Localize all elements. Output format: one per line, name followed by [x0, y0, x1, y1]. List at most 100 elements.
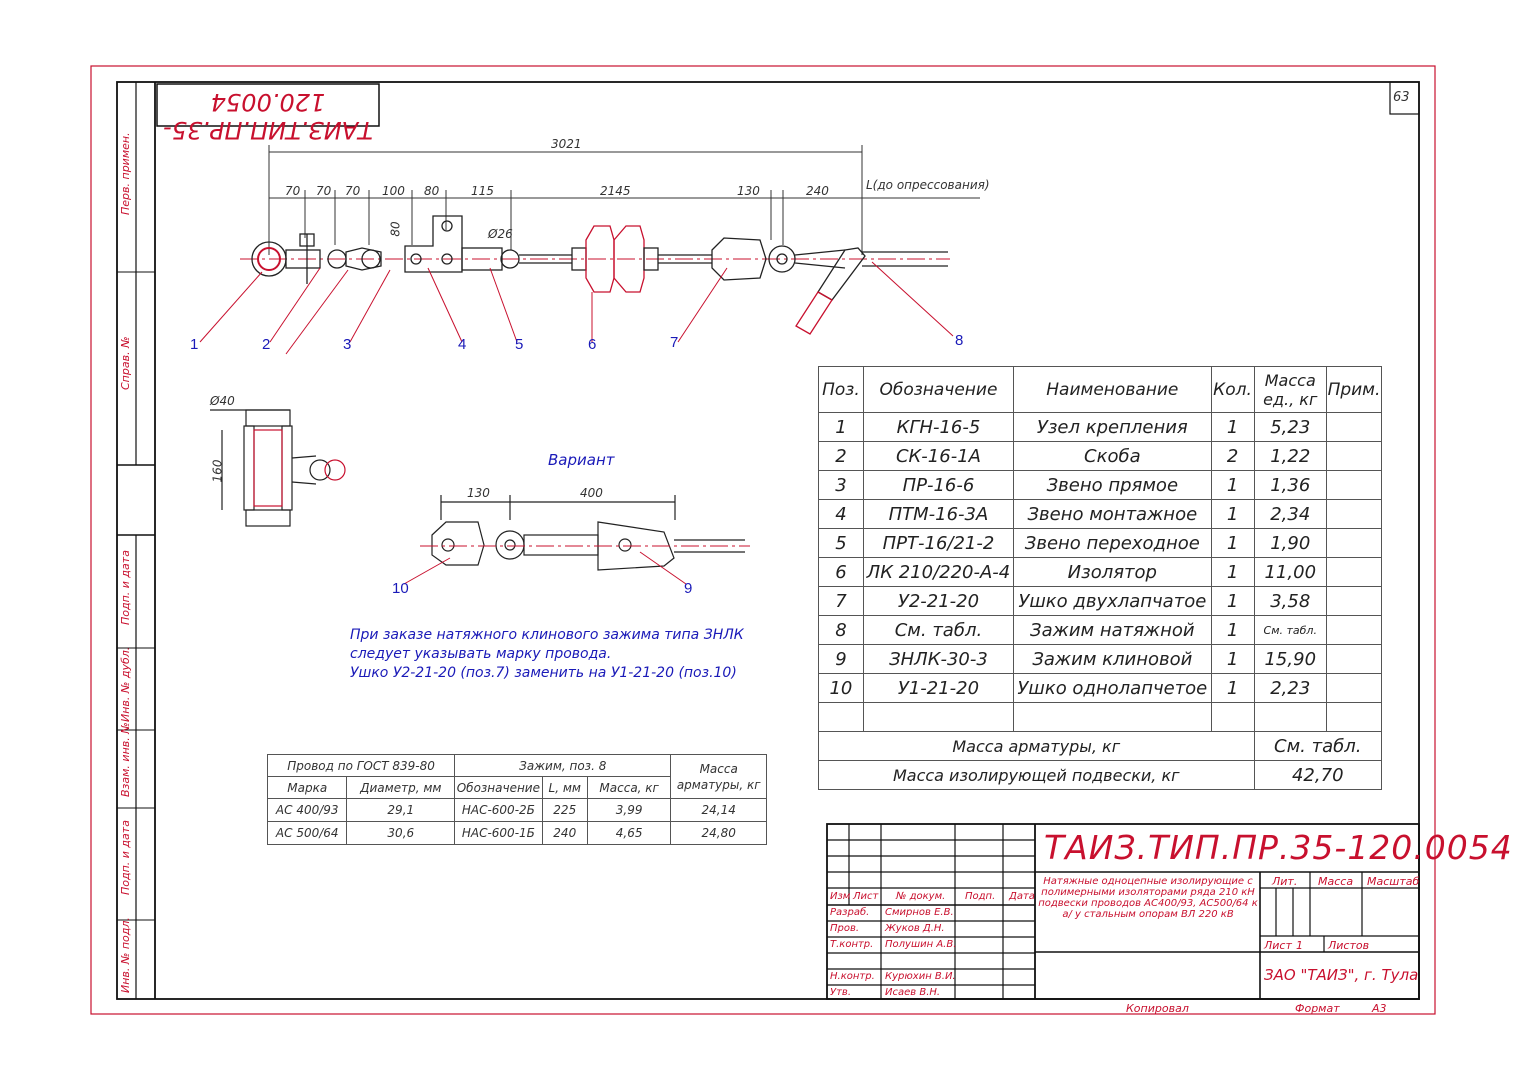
dim-8: 130 — [737, 184, 760, 198]
mass-fittings-label: Масса арматуры, кг — [818, 731, 1255, 761]
spec-cell: ПРТ-16/21-2 — [862, 528, 1015, 558]
spec-head-mass: Масса ед., кг — [1253, 366, 1327, 413]
spec-cell: Узел крепления — [1013, 412, 1212, 442]
spec-cell: 1 — [1210, 499, 1255, 529]
spec-cell: 2 — [1210, 441, 1255, 471]
mass-total-label: Масса изолирующей подвески, кг — [818, 760, 1255, 790]
spec-cell: 7 — [818, 586, 864, 616]
spec-cell: 1 — [818, 412, 864, 442]
dim-L: L(до опрессования) — [866, 178, 990, 192]
dim-1: 70 — [285, 184, 301, 198]
dim-5: 80 — [424, 184, 440, 198]
sheet-no: 1 — [1296, 939, 1303, 952]
callout-5: 5 — [515, 336, 524, 353]
spec-cell: 1 — [1210, 528, 1255, 558]
spec-cell: 1 — [1210, 644, 1255, 674]
wire-cell: НАС-600-1Б — [454, 821, 543, 845]
sheets-label: Листов — [1328, 939, 1370, 952]
spec-cell: См. табл. — [862, 615, 1015, 645]
wire-table: Провод по ГОСТ 839-80 Зажим, поз. 8 Масс… — [266, 754, 767, 845]
wire-cell: 24,80 — [670, 821, 767, 845]
col-izm: Изм — [830, 891, 851, 902]
spec-cell — [1326, 615, 1382, 645]
dim-4: 100 — [382, 184, 405, 198]
name-1: Смирнов Е.В. — [885, 907, 954, 918]
spec-cell: ЛК 210/220-А-4 — [862, 557, 1015, 587]
name-2: Жуков Д.Н. — [885, 923, 945, 934]
callout-4: 4 — [458, 336, 467, 353]
page-number: 63 — [1393, 90, 1410, 105]
mass-fittings-value: См. табл. — [1253, 731, 1382, 761]
spec-cell: ПР-16-6 — [862, 470, 1015, 500]
col-sign: Подп. — [965, 891, 996, 902]
spec-cell: 2 — [818, 441, 864, 471]
spec-cell: 4 — [818, 499, 864, 529]
wire-cell: НАС-600-2Б — [454, 798, 543, 822]
name-3: Полушин А.В. — [885, 939, 957, 950]
role-4: Н.контр. — [830, 971, 875, 982]
callout-7: 7 — [670, 334, 679, 351]
spec-cell: Звено прямое — [1013, 470, 1212, 500]
spec-head-name: Наименование — [1013, 366, 1212, 413]
side-phi40: Ø40 — [210, 394, 235, 408]
company: ЗАО "ТАИЗ", г. Тула — [1264, 966, 1419, 984]
variant-title: Вариант — [548, 451, 615, 469]
spec-cell: См. табл. — [1253, 615, 1327, 645]
callout-2: 2 — [262, 336, 271, 353]
spec-cell: 10 — [818, 673, 864, 703]
format-label: Формат — [1295, 1002, 1340, 1015]
spec-cell: Зажим клиновой — [1013, 644, 1212, 674]
spec-head-code: Обозначение — [862, 366, 1015, 413]
scale-label: Масштаб — [1367, 875, 1420, 888]
copied-label: Копировал — [1126, 1002, 1189, 1015]
wire-group-2: Зажим, поз. 8 — [454, 754, 672, 777]
sheet-label: Лист — [1264, 939, 1292, 952]
role-5: Утв. — [830, 987, 851, 998]
spec-cell: 1,36 — [1253, 470, 1327, 500]
spec-cell: 11,00 — [1253, 557, 1327, 587]
wire-cell: 24,14 — [670, 798, 767, 822]
dim-3: 70 — [345, 184, 361, 198]
format-value: А3 — [1372, 1002, 1387, 1015]
spec-cell: 2,23 — [1253, 673, 1327, 703]
spec-cell: 5,23 — [1253, 412, 1327, 442]
spec-cell: 1 — [1210, 673, 1255, 703]
dim-7: 2145 — [600, 184, 631, 198]
wire-cell: АС 500/64 — [266, 821, 348, 845]
wire-cell: 240 — [541, 821, 588, 845]
spec-cell — [1326, 499, 1382, 529]
wire-sub-L: L, мм — [541, 776, 588, 799]
spec-cell: СК-16-1А — [862, 441, 1015, 471]
wire-cell: 30,6 — [346, 821, 456, 845]
col-date: Дата — [1009, 891, 1035, 902]
callout-8: 8 — [955, 332, 964, 349]
role-3: Т.контр. — [830, 939, 874, 950]
title-code: ТАИЗ.ТИП.ПР.35-120.0054 — [1044, 828, 1513, 867]
name-5: Исаев В.Н. — [885, 987, 941, 998]
spec-cell: Зажим натяжной — [1013, 615, 1212, 645]
role-1: Разраб. — [830, 907, 870, 918]
spec-cell: 3,58 — [1253, 586, 1327, 616]
callout-1: 1 — [190, 336, 199, 353]
spec-cell: 1,90 — [1253, 528, 1327, 558]
name-4: Курюхин В.И. — [885, 971, 956, 982]
callout-6: 6 — [588, 336, 597, 353]
callout-3: 3 — [343, 336, 352, 353]
spec-cell: 1 — [1210, 412, 1255, 442]
wire-cell: 3,99 — [586, 798, 672, 822]
dim-2: 70 — [316, 184, 332, 198]
wire-cell: 225 — [541, 798, 588, 822]
spec-cell — [1326, 470, 1382, 500]
